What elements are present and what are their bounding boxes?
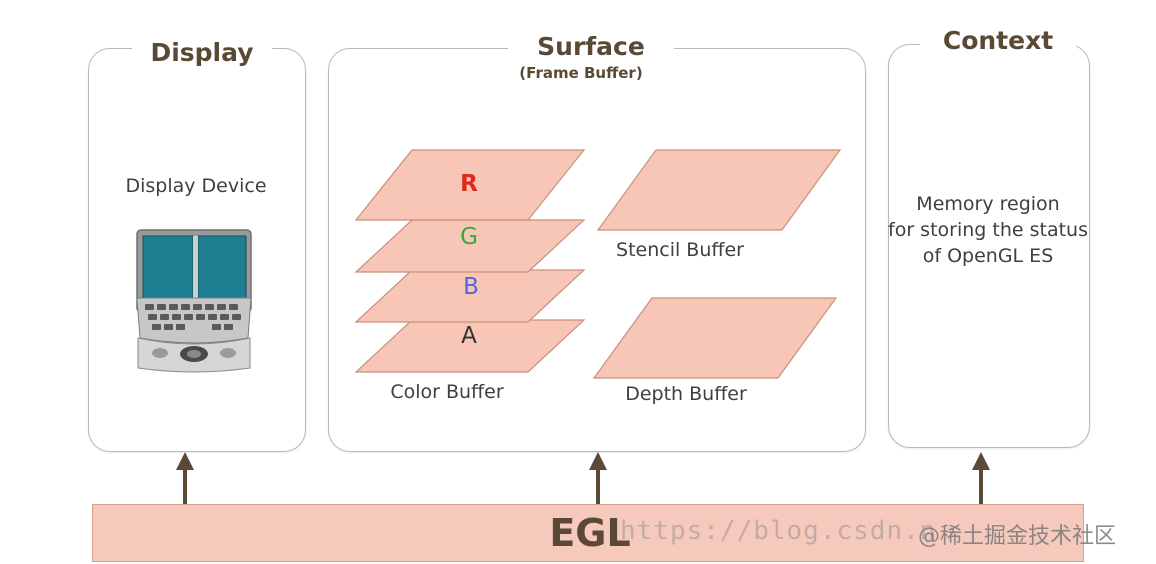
- arrow-to-surface: [589, 452, 607, 506]
- depth-buffer-label: Depth Buffer: [625, 383, 747, 405]
- context-title: Context: [920, 26, 1076, 56]
- channel-b-label: B: [463, 274, 479, 300]
- depth-buffer-plane: [592, 297, 838, 379]
- surface-subtitle: (Frame Buffer): [519, 64, 643, 82]
- color-buffer-layer-r: [354, 149, 586, 221]
- channel-a-label: A: [461, 323, 477, 349]
- color-buffer-label: Color Buffer: [390, 381, 504, 403]
- channel-g-label: G: [460, 224, 478, 250]
- watermark-brand: @稀土掘金技术社区: [918, 524, 1117, 549]
- surface-title: Surface: [508, 32, 674, 62]
- context-description-line-1: Memory region: [916, 193, 1060, 215]
- watermark-url: https://blog.csdn.n: [620, 516, 937, 546]
- arrow-to-context: [972, 452, 990, 506]
- channel-r-label: R: [460, 171, 478, 197]
- stencil-buffer-label: Stencil Buffer: [616, 239, 744, 261]
- arrows: [176, 452, 990, 506]
- arrow-to-display: [176, 452, 194, 506]
- context-description-line-2: for storing the status: [888, 219, 1088, 241]
- context-panel: [888, 44, 1090, 448]
- display-title: Display: [132, 38, 272, 68]
- stencil-buffer-plane: [596, 149, 842, 231]
- display-device-label: Display Device: [125, 175, 267, 197]
- egl-label: EGL: [549, 511, 631, 555]
- color-buffer-stack: [354, 149, 586, 373]
- egl-bar: [92, 504, 1084, 562]
- context-description-line-3: of OpenGL ES: [922, 245, 1054, 267]
- display-device-icon: [136, 229, 252, 373]
